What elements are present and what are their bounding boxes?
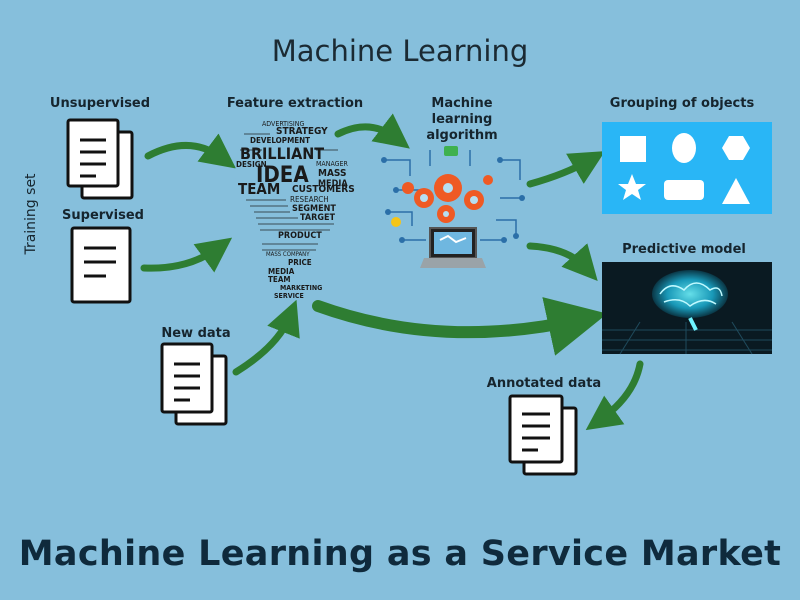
lightbulb-wordcloud: ADVERTISING STRATEGY DEVELOPMENT BRILLIA… bbox=[235, 116, 355, 300]
grouping-label: Grouping of objects bbox=[609, 96, 755, 111]
rounded-rectangle-shape bbox=[664, 180, 704, 200]
diagram-title: Machine Learning bbox=[271, 34, 529, 68]
wordcloud-word: PRICE bbox=[288, 258, 312, 267]
lightbulb-shape bbox=[235, 116, 347, 298]
arrow-predictive-to-annotated bbox=[585, 360, 644, 431]
arrow-feature-to-algorithm bbox=[334, 113, 410, 149]
footer-title: Machine Learning as a Service Market bbox=[18, 534, 782, 574]
ml-algorithm-label: Machine learning algorithm bbox=[426, 96, 498, 143]
wordcloud-word: CUSTOMERS bbox=[292, 184, 355, 195]
grouping-objects-panel bbox=[602, 122, 772, 214]
arrow-unsupervised-to-feature bbox=[144, 133, 237, 169]
unsupervised-document-icon bbox=[66, 118, 134, 200]
wordcloud-word: SEGMENT bbox=[292, 204, 336, 214]
new-data-document-icon bbox=[160, 342, 228, 426]
annotated-data-document-icon bbox=[508, 394, 578, 476]
wordcloud-word: SERVICE bbox=[274, 292, 304, 300]
arrow-newdata-to-feature bbox=[232, 299, 300, 376]
wordcloud-word: MANAGER bbox=[316, 160, 348, 168]
unsupervised-label: Unsupervised bbox=[49, 96, 151, 111]
wordcloud-word: STRATEGY bbox=[276, 126, 328, 137]
square-shape bbox=[620, 136, 646, 162]
wordcloud-word: TEAM bbox=[268, 275, 291, 284]
supervised-document-icon bbox=[70, 226, 132, 304]
wordcloud-word: MASS bbox=[318, 168, 346, 179]
wordcloud-word: MEDIA bbox=[268, 267, 295, 276]
supervised-label: Supervised bbox=[62, 208, 144, 223]
predictive-model-panel bbox=[602, 262, 772, 355]
arrow-supervised-to-feature bbox=[140, 237, 233, 273]
new-data-label: New data bbox=[161, 326, 231, 341]
wordcloud-filler-lines bbox=[240, 133, 338, 251]
chat-icon bbox=[444, 146, 458, 156]
annotated-data-label: Annotated data bbox=[486, 376, 602, 391]
wordcloud-word: MARKETING bbox=[280, 284, 322, 292]
wordcloud-word: MEDIA bbox=[318, 179, 348, 189]
brain-icon bbox=[652, 270, 728, 331]
ml-algorithm-illustration bbox=[381, 146, 525, 268]
laptop-icon bbox=[420, 227, 486, 268]
arrow-algorithm-to-grouping bbox=[526, 151, 606, 188]
feature-extraction-label: Feature extraction bbox=[226, 96, 364, 111]
wordcloud-word: PRODUCT bbox=[278, 231, 322, 241]
wordcloud-word: MASS COMPANY bbox=[266, 251, 310, 258]
triangle-shape bbox=[722, 178, 750, 204]
wordcloud-word: TARGET bbox=[300, 213, 336, 223]
wordcloud-word: IDEA bbox=[256, 163, 309, 188]
wordcloud-word: TEAM bbox=[238, 180, 280, 198]
wordcloud-word: ADVERTISING bbox=[262, 120, 304, 128]
arrow-algorithm-to-predictive bbox=[526, 242, 598, 282]
hexagon-shape bbox=[722, 136, 750, 160]
arrow-feature-to-predictive bbox=[312, 297, 608, 356]
star-shape bbox=[618, 174, 646, 200]
light-bulb-icon bbox=[391, 217, 401, 227]
wordcloud-word: RESEARCH bbox=[290, 195, 329, 204]
circle-shape bbox=[672, 133, 696, 163]
wordcloud-word: BRILLIANT bbox=[240, 144, 324, 163]
wordcloud-word: DEVELOPMENT bbox=[250, 136, 310, 145]
predictive-model-label: Predictive model bbox=[622, 242, 746, 257]
wordcloud-word: DESIGN bbox=[236, 160, 267, 169]
